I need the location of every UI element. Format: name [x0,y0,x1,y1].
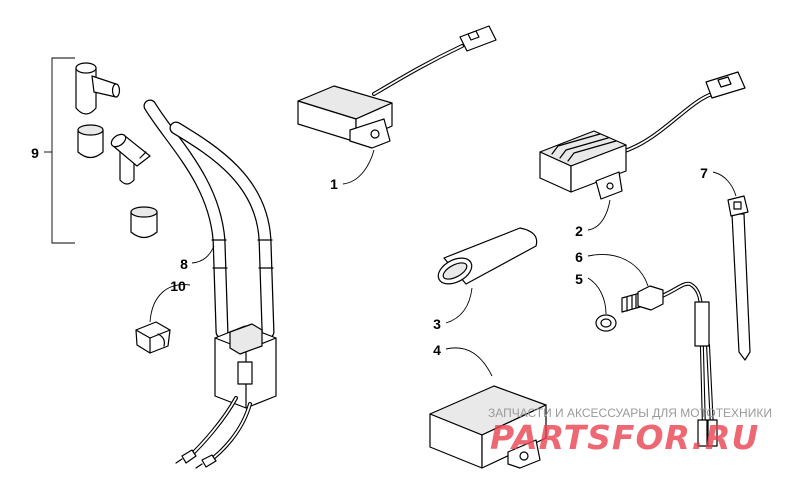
spark-plug-boot-lower [130,206,158,239]
part-8-ignition-coil [143,99,277,469]
leader-2 [587,199,611,231]
callout-7: 7 [700,165,708,181]
watermark-tagline: ЗАПЧАСТИ И АКСЕССУАРЫ ДЛЯ МОТОТЕХНИКИ [488,406,772,420]
leader-7 [712,171,737,197]
bracket-9 [44,57,75,244]
regulator-harness [620,71,746,154]
module-1-harness [372,25,497,96]
callout-1: 1 [330,176,338,192]
coil-body [214,323,277,409]
spark-plug-boot-upper [77,124,104,159]
callout-labels: 1 2 3 4 5 6 7 8 9 10 [31,145,708,358]
callout-6: 6 [575,249,583,265]
leader-10 [149,284,191,323]
spark-plug-cap-lower [110,133,151,185]
leader-1 [342,149,375,185]
regulator-fins [551,133,617,162]
high-tension-lead-right [169,121,275,339]
part-3-sleeve [437,227,538,285]
leader-lines [149,149,737,377]
leader-8 [191,245,215,264]
leader-3 [445,287,473,324]
primary-wires [175,396,252,469]
part-9-spark-plug-caps [44,57,158,244]
part-4-cdi-box [429,385,547,469]
callout-2: 2 [575,223,583,239]
watermark-logo: PARTSFOR.RU [490,418,759,457]
callout-4: 4 [433,342,441,358]
part-2-regulator [539,71,746,200]
callout-9: 9 [31,145,39,161]
leader-4 [445,347,493,377]
leader-6 [587,254,649,287]
part-5-washer [595,314,617,332]
part-1-control-module [297,25,497,149]
leader-5 [587,277,607,315]
part-7-cable-tie [727,195,751,361]
part-10-clip [135,321,171,354]
callout-5: 5 [575,271,583,287]
callout-10: 10 [170,278,186,294]
callout-8: 8 [180,256,188,272]
spark-plug-cap-upper [75,62,121,115]
watermark: ЗАПЧАСТИ И АКСЕССУАРЫ ДЛЯ МОТОТЕХНИКИ PA… [488,406,772,457]
high-tension-lead-left [143,99,229,339]
callout-3: 3 [433,316,441,332]
sensor-lead-wires [660,281,718,447]
part-6-temperature-sensor [621,281,718,447]
